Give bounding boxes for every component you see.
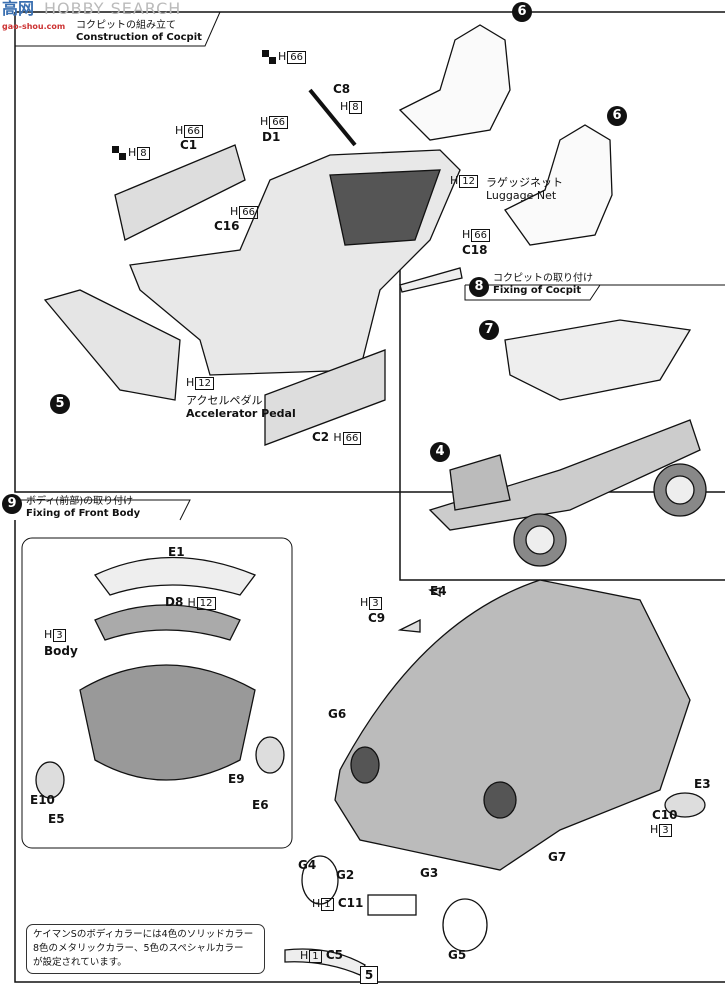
part-c8: C8 xyxy=(333,82,351,96)
step9-number: 9 xyxy=(2,494,22,514)
accelerator-pedal-jp: アクセルペダル xyxy=(186,394,263,407)
seat-parts xyxy=(398,24,613,246)
body-color-note: ケイマンSのボディカラーには4色のソリッドカラー 8色のメタリックカラー、5色の… xyxy=(26,924,265,974)
part-c1: C1 xyxy=(180,138,198,152)
part-body: Body xyxy=(44,644,78,658)
note-line: が設定されています。 xyxy=(33,957,127,968)
note-line: 8色のメタリックカラー、5色のスペシャルカラー xyxy=(33,943,244,954)
part-g4: G4 xyxy=(298,858,317,872)
part-e4: E4 xyxy=(430,584,447,598)
luggage-net-jp: ラゲッジネット xyxy=(486,176,563,189)
part-e1: E1 xyxy=(168,545,185,559)
step8-title-jp: コクピットの取り付け xyxy=(493,273,593,284)
part-e3: E3 xyxy=(694,777,711,791)
step8-title-en: Fixing of Cocpit xyxy=(493,285,582,296)
callout-7: 7 xyxy=(479,320,499,340)
step8-header: コクピットの取り付け Fixing of Cocpit xyxy=(493,273,593,297)
callout-4: 4 xyxy=(430,442,450,462)
luggage-net-en: Luggage Net xyxy=(486,189,557,202)
step9-title-en: Fixing of Front Body xyxy=(26,508,141,519)
part-c9: C9 xyxy=(368,611,386,625)
callout-6: 6 xyxy=(607,106,627,126)
note-line: ケイマンSのボディカラーには4色のソリッドカラー xyxy=(33,929,254,940)
step8-number: 8 xyxy=(469,277,489,297)
step9-title-jp: ボディ(前部)の取り付け xyxy=(26,496,134,507)
step7-header: コクピットの組み立て Construction of Cocpit xyxy=(76,20,202,44)
part-e5: E5 xyxy=(48,812,65,826)
part-c16: C16 xyxy=(214,219,240,233)
part-e10: E10 xyxy=(30,793,55,807)
watermark-text: HOBBY SEARCH xyxy=(44,0,182,18)
part-g7: G7 xyxy=(548,850,567,864)
callout-6: 6 xyxy=(512,2,532,22)
step7-title-en: Construction of Cocpit xyxy=(76,32,202,43)
part-g2: G2 xyxy=(336,868,355,882)
chassis-parts xyxy=(428,319,707,567)
step9-header: ボディ(前部)の取り付け Fixing of Front Body xyxy=(26,496,140,520)
part-e6: E6 xyxy=(252,798,269,812)
callout-5: 5 xyxy=(50,394,70,414)
watermark-url: gao-shou.com xyxy=(2,22,66,31)
part-c18: C18 xyxy=(462,243,488,257)
part-d1: D1 xyxy=(262,130,281,144)
part-g6: G6 xyxy=(328,707,347,721)
frame-lines xyxy=(14,11,725,983)
mix-paint-icon xyxy=(262,50,276,64)
step7-title-jp: コクピットの組み立て xyxy=(76,20,176,31)
accelerator-pedal-en: Accelerator Pedal xyxy=(186,407,296,420)
part-e9: E9 xyxy=(228,772,245,786)
cockpit-parts xyxy=(43,88,463,446)
page-number: 5 xyxy=(360,966,378,984)
front-body-parts xyxy=(35,556,706,976)
mix-paint-icon xyxy=(112,146,126,160)
part-g3: G3 xyxy=(420,866,439,880)
part-g5: G5 xyxy=(448,948,467,962)
watermark-logo: 高网 xyxy=(2,0,35,18)
part-c10: C10 xyxy=(652,808,678,822)
